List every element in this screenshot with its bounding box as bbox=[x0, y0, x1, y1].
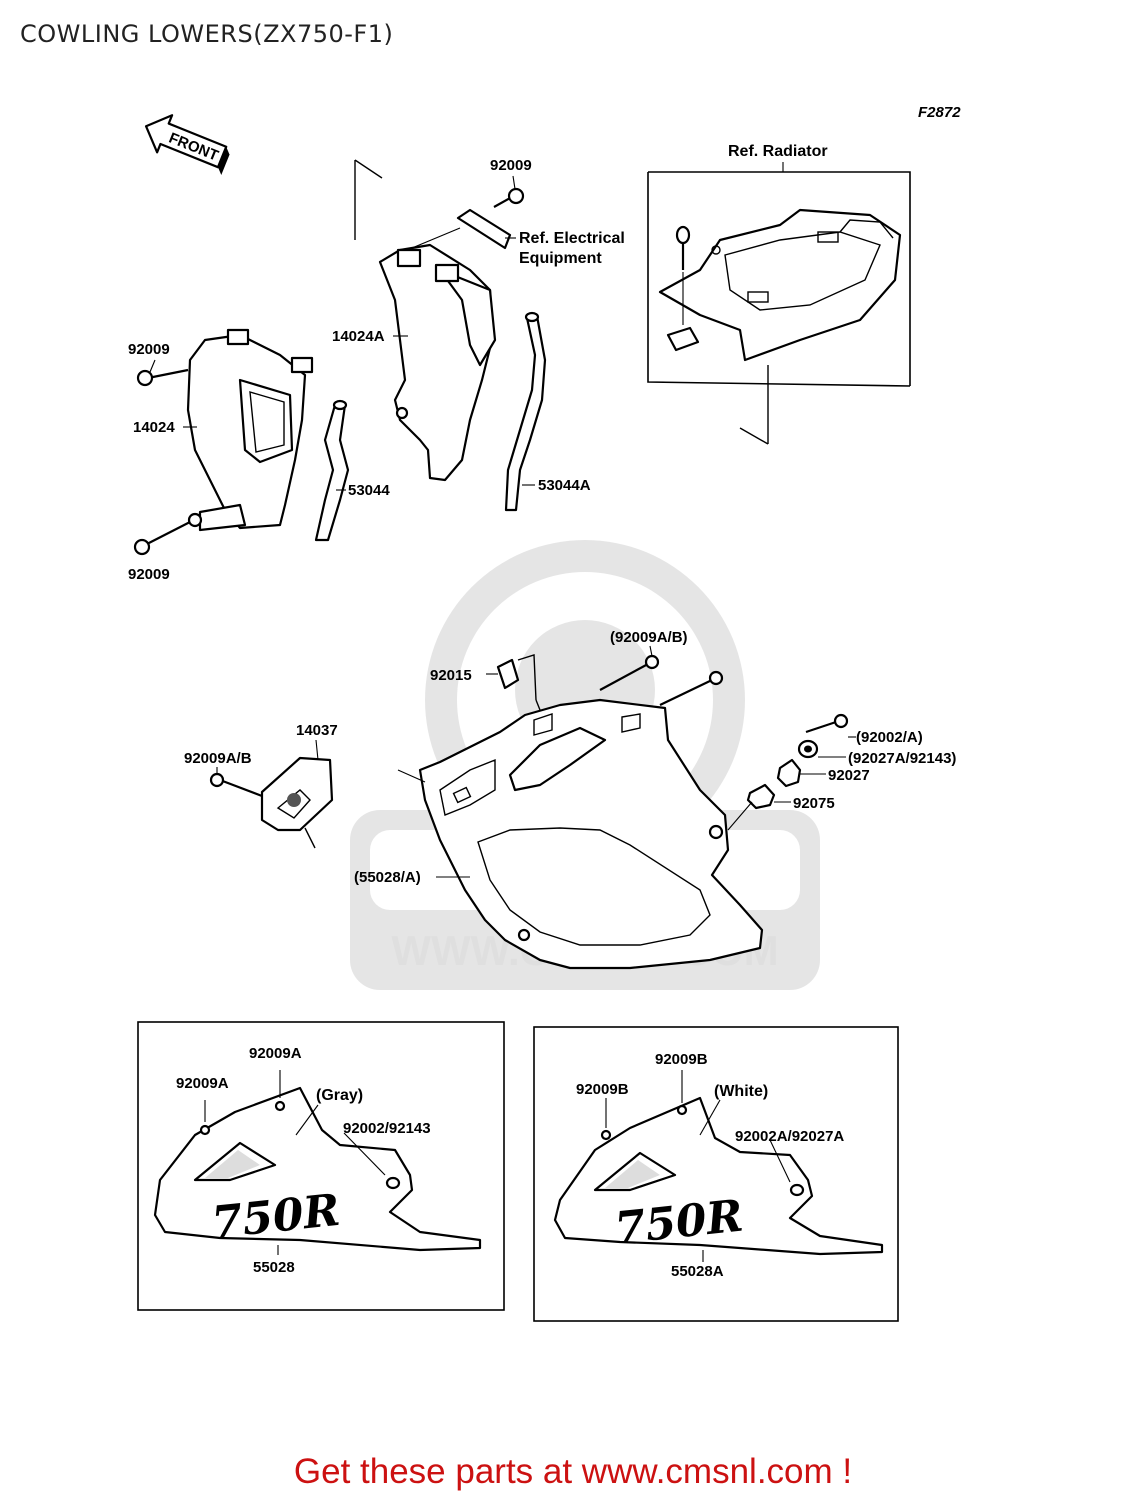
side-duct-14024 bbox=[186, 328, 314, 532]
label-55028A-paren: (55028/A) bbox=[354, 869, 421, 886]
ref-electrical-label-2: Equipment bbox=[519, 250, 602, 267]
front-arrow: FRONT bbox=[144, 114, 230, 175]
label-92015: 92015 bbox=[430, 667, 472, 684]
tube-53044 bbox=[314, 403, 350, 542]
label-92009AB-paren: (92009A/B) bbox=[610, 629, 688, 646]
label-53044: 53044 bbox=[348, 482, 390, 499]
figure-code: F2872 bbox=[918, 104, 961, 121]
label-92009A-1: 92009A bbox=[176, 1075, 229, 1092]
lower-cowling-55028 bbox=[397, 698, 764, 970]
label-92027: 92027 bbox=[828, 767, 870, 784]
label-92009AB: 92009A/B bbox=[184, 750, 252, 767]
electrical-bracket bbox=[411, 187, 525, 250]
page-title: COWLING LOWERS(ZX750-F1) bbox=[20, 20, 394, 48]
label-14037: 14037 bbox=[296, 722, 338, 739]
footer-link[interactable]: Get these parts at www.cmsnl.com ! bbox=[293, 1452, 853, 1491]
label-92075: 92075 bbox=[793, 795, 835, 812]
side-duct-14024A bbox=[378, 243, 497, 482]
label-92002-92143: 92002/92143 bbox=[343, 1120, 431, 1137]
label-14024: 14024 bbox=[133, 419, 175, 436]
fastener-stack-right bbox=[727, 713, 849, 831]
label-14024A: 14024A bbox=[332, 328, 385, 345]
tube-53044A bbox=[504, 314, 547, 512]
ref-electrical-label-1: Ref. Electrical bbox=[519, 230, 625, 247]
label-55028: 55028 bbox=[253, 1259, 295, 1276]
bolt-92009AB-upper bbox=[599, 654, 724, 706]
label-white: (White) bbox=[714, 1083, 768, 1100]
label-92009-top: 92009 bbox=[490, 157, 532, 174]
label-53044A: 53044A bbox=[538, 477, 591, 494]
variant-box-gray: 750R bbox=[137, 1021, 505, 1311]
label-92009B-1: 92009B bbox=[576, 1081, 629, 1098]
label-92009A-2: 92009A bbox=[249, 1045, 302, 1062]
clip-92015 bbox=[486, 654, 541, 711]
bolt-92009-bottom bbox=[133, 521, 191, 556]
bracket-14037 bbox=[209, 739, 334, 849]
label-92027A-92143: (92027A/92143) bbox=[848, 750, 956, 767]
label-92009-bottom: 92009 bbox=[128, 566, 170, 583]
ref-radiator-label: Ref. Radiator bbox=[728, 143, 828, 160]
label-92002A: (92002/A) bbox=[856, 729, 923, 746]
label-gray: (Gray) bbox=[316, 1087, 363, 1104]
label-92009B-2: 92009B bbox=[655, 1051, 708, 1068]
bolt-92009-left bbox=[136, 368, 189, 387]
label-92002A-92027A: 92002A/92027A bbox=[735, 1128, 844, 1145]
label-55028A: 55028A bbox=[671, 1263, 724, 1280]
variant-box-white: 750R bbox=[533, 1026, 899, 1322]
label-92009-left: 92009 bbox=[128, 341, 170, 358]
radiator-reference-box: Ref. Radiator bbox=[647, 143, 911, 445]
